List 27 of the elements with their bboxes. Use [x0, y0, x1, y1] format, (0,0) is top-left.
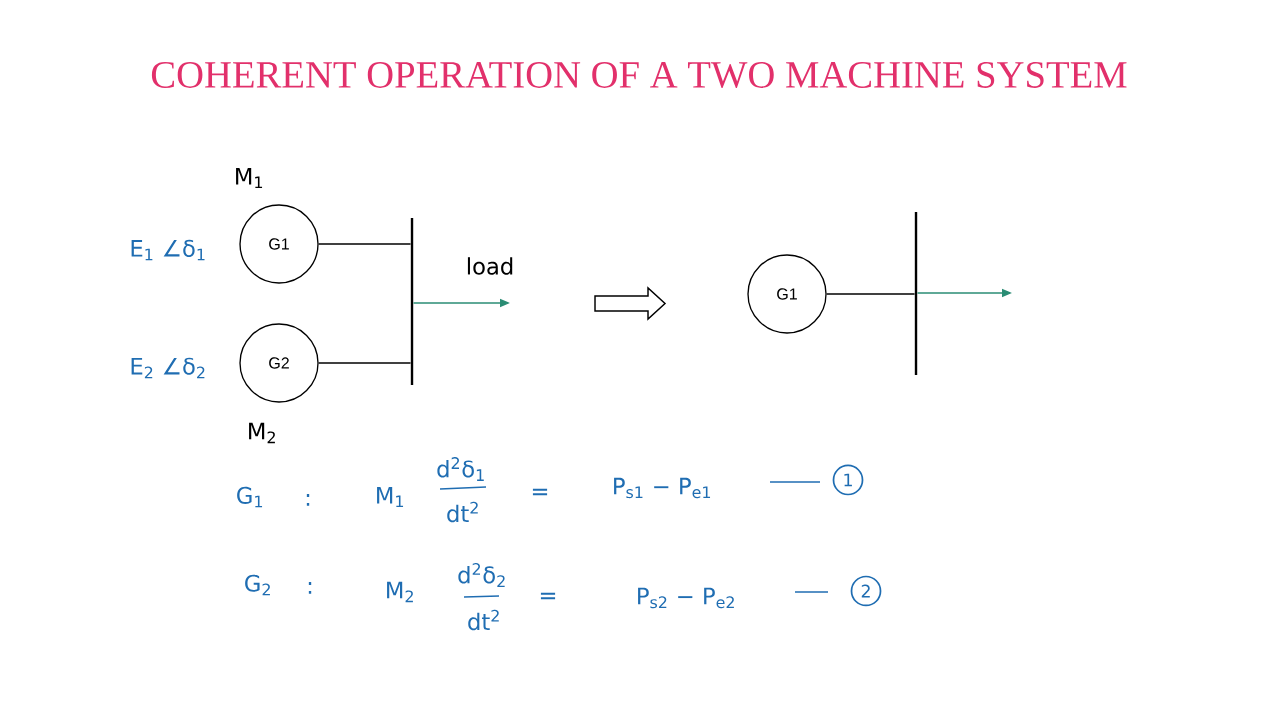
- voltage-label: E$_{1}$ ∠δ$_{1}$: [131, 239, 205, 261]
- equation-text: d$^{2}$δ$_{2}$: [458, 563, 505, 587]
- equation-text: P$_{s1}$ − P$_{e1}$: [614, 477, 710, 499]
- equation-text: M$_{1}$: [377, 486, 404, 508]
- equation-number: 2: [850, 575, 882, 607]
- line: [317, 362, 412, 364]
- equation-text: P$_{s2}$ − P$_{e2}$: [638, 587, 734, 609]
- equation-text: M$_{2}$: [387, 581, 413, 603]
- equation-text: :: [306, 494, 310, 506]
- equation-text: dt$^{2}$: [468, 609, 499, 631]
- equation-text: d$^{2}$δ$_{1}$: [437, 457, 484, 481]
- voltage-label: E$_{2}$ ∠δ$_{2}$: [131, 357, 205, 379]
- equation-text: =: [532, 488, 548, 496]
- edge-label: load: [464, 255, 516, 277]
- line: [317, 243, 412, 245]
- equation-text: dt$^{2}$: [447, 501, 478, 523]
- equation-text: G$_{2}$: [245, 574, 270, 596]
- machine-label: M$_{2}$: [249, 422, 275, 444]
- title: COHERENT OPERATION OF A TWO MACHINE SYSTEM: [151, 61, 1127, 89]
- equation-text: =: [540, 592, 556, 600]
- line: [825, 293, 916, 295]
- machine-label: M$_{1}$: [236, 167, 263, 189]
- bus-bar: [914, 212, 918, 375]
- bus-bar: [410, 218, 414, 385]
- equation-text: G$_{1}$: [237, 486, 263, 508]
- equation-text: :: [308, 582, 312, 594]
- equation-number: 1: [832, 464, 864, 496]
